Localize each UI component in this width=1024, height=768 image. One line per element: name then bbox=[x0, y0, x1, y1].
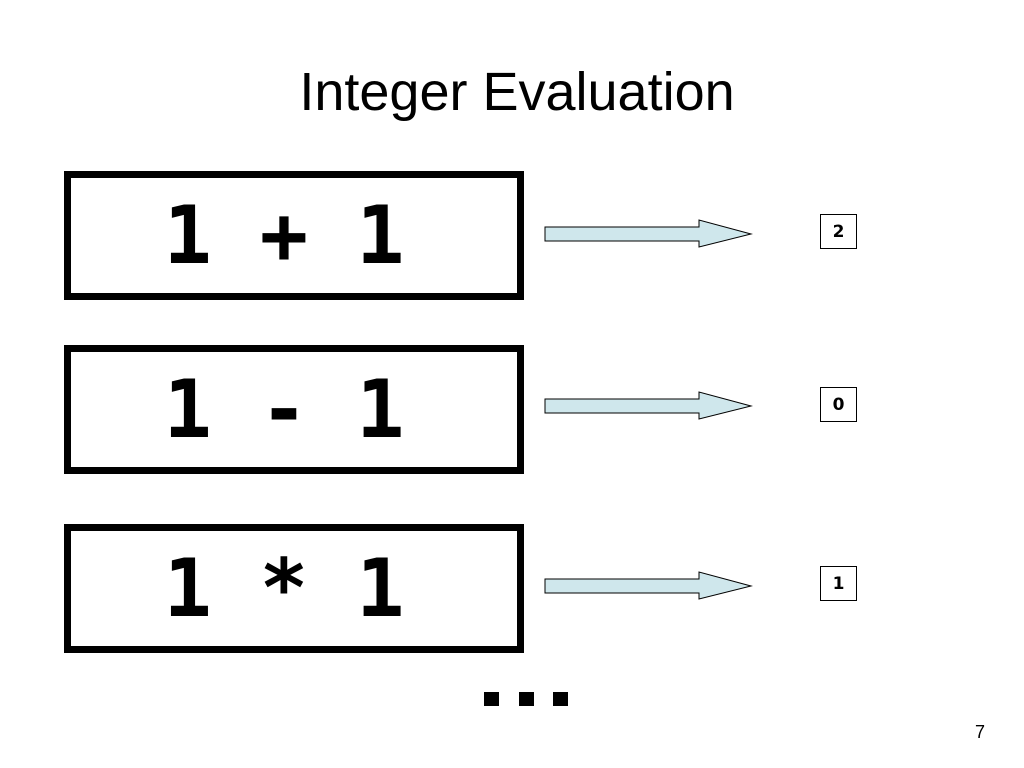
expression-box-3: 1 * 1 bbox=[64, 524, 524, 653]
result-value: 1 bbox=[832, 573, 845, 594]
right-arrow-icon bbox=[544, 391, 753, 420]
expression-box-2: 1 - 1 bbox=[64, 345, 524, 474]
expression-box-1: 1 + 1 bbox=[64, 171, 524, 300]
expression-text: 1 - 1 bbox=[163, 362, 405, 456]
right-arrow-icon bbox=[544, 219, 753, 248]
ellipsis-dot bbox=[484, 692, 499, 706]
right-arrow-icon bbox=[544, 571, 753, 600]
result-box-3: 1 bbox=[820, 566, 857, 601]
result-box-2: 0 bbox=[820, 387, 857, 422]
result-value: 0 bbox=[832, 394, 845, 415]
result-value: 2 bbox=[832, 221, 845, 242]
ellipsis-dot bbox=[553, 692, 568, 706]
expression-text: 1 + 1 bbox=[163, 188, 405, 282]
ellipsis-dot bbox=[518, 692, 534, 706]
slide-title: Integer Evaluation bbox=[299, 62, 735, 122]
expression-text: 1 * 1 bbox=[163, 541, 405, 635]
page-number: 7 bbox=[974, 722, 985, 742]
ellipsis-icon bbox=[484, 692, 568, 712]
result-box-1: 2 bbox=[820, 214, 857, 249]
